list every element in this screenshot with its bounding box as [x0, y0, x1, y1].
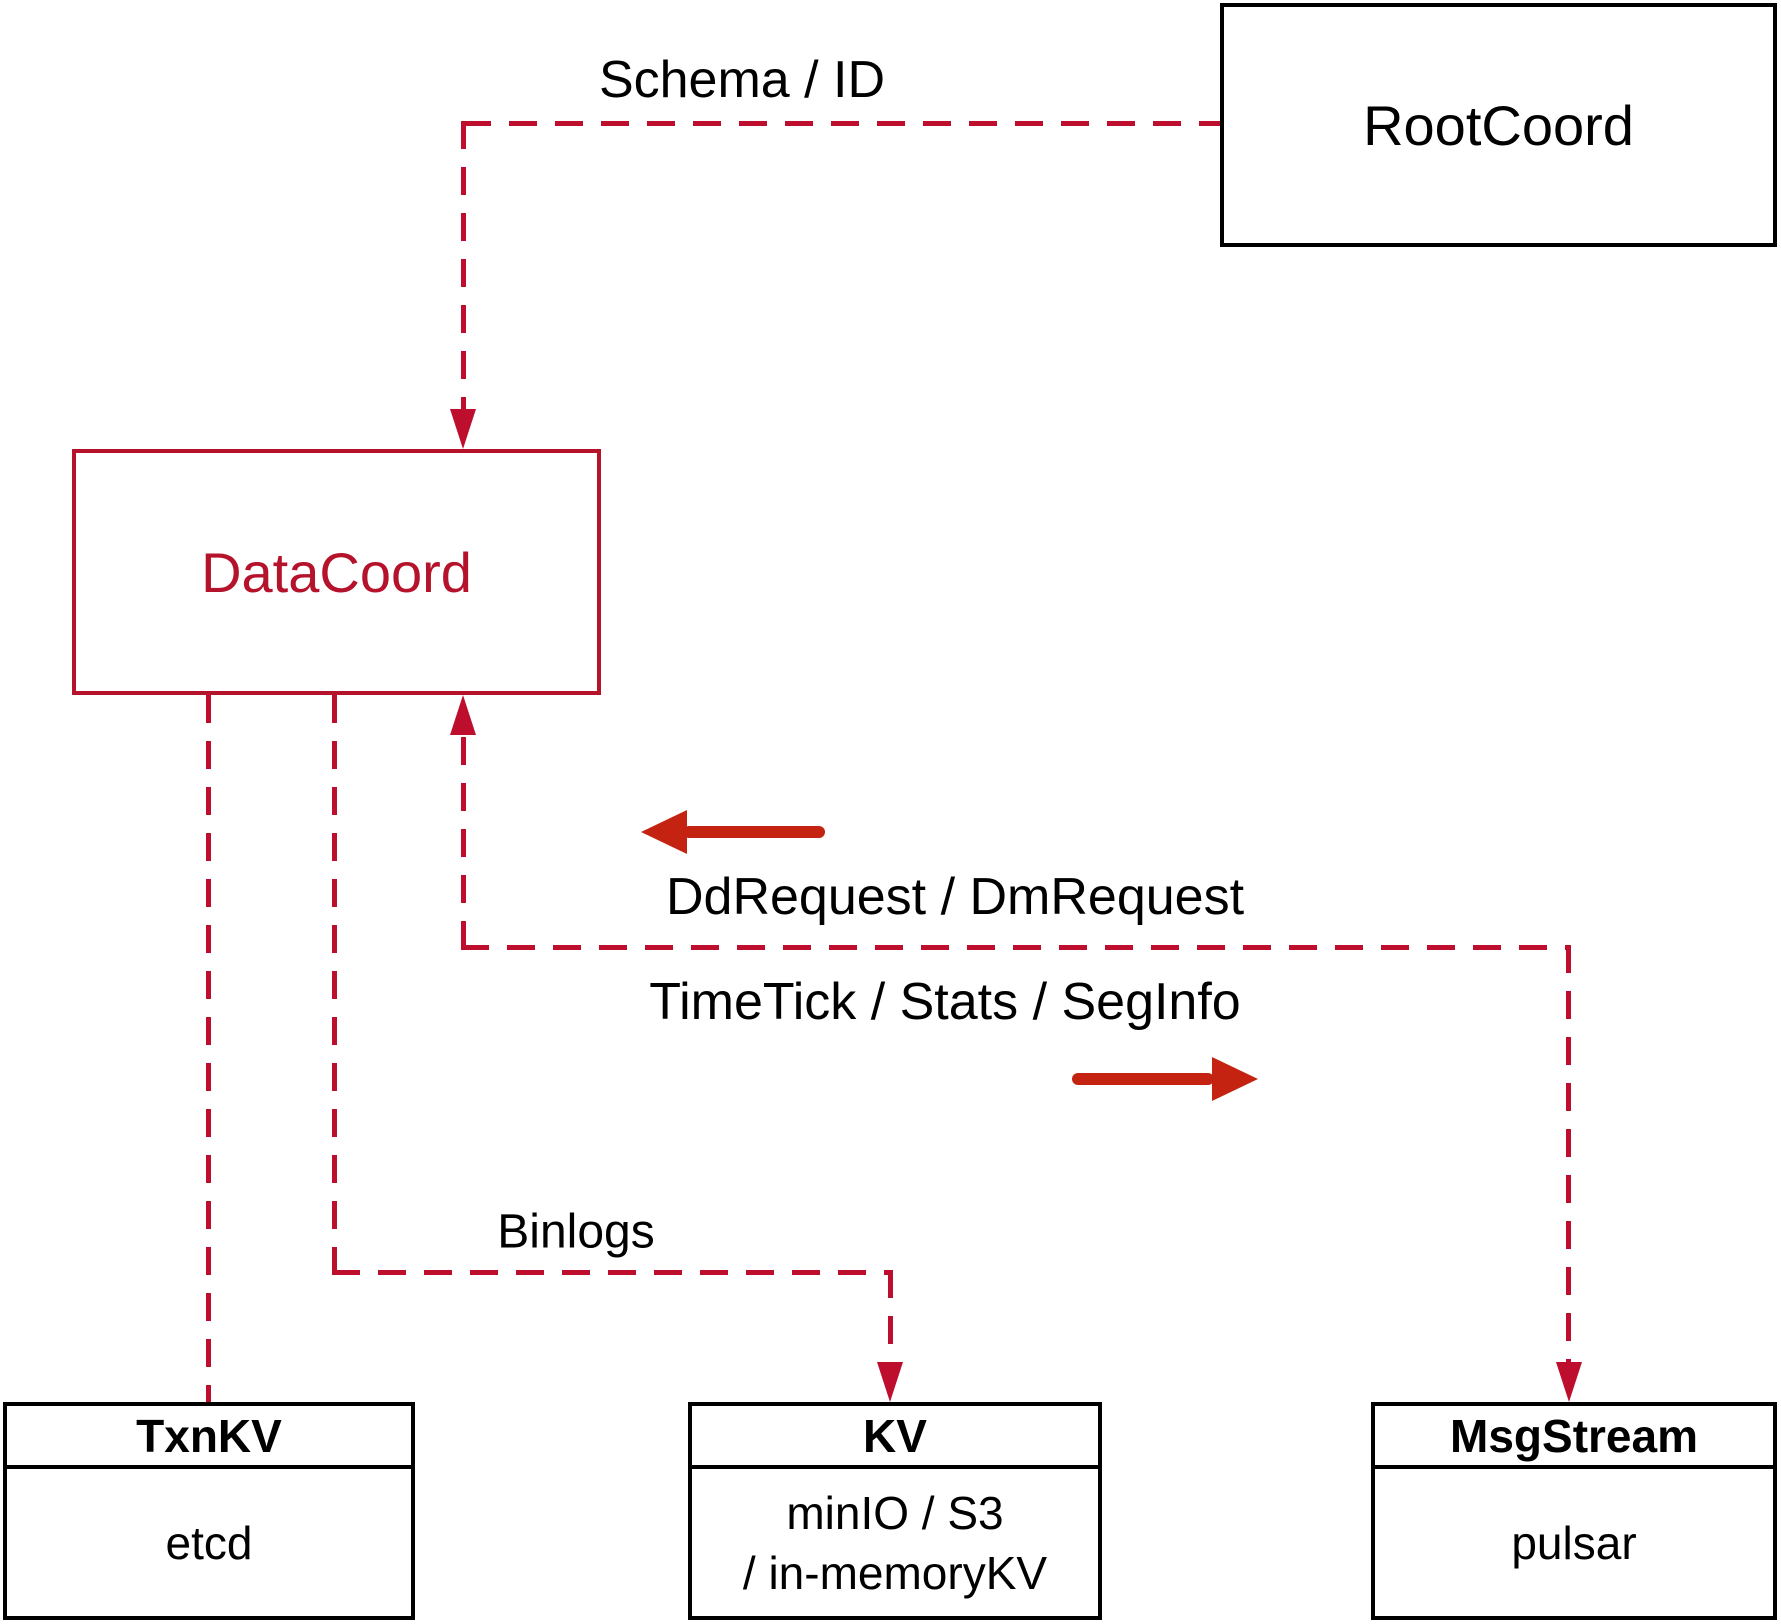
left-direction-arrow-shaft	[683, 826, 825, 838]
right-direction-arrow-icon	[1212, 1057, 1258, 1101]
datacoord-label: DataCoord	[201, 540, 472, 604]
edge-msgstream-vertical-line-right	[1566, 945, 1571, 1364]
arrowhead-down-into-datacoord-icon	[450, 409, 476, 449]
edge-schema-horizontal-line	[463, 121, 1220, 126]
kv-body-line2: / in-memoryKV	[742, 1546, 1048, 1599]
arrowhead-up-into-datacoord-icon	[450, 695, 476, 735]
label-ddrequest-dmrequest: DdRequest / DmRequest	[665, 868, 1245, 926]
label-binlogs: Binlogs	[497, 1205, 655, 1259]
txnkv-body: etcd	[165, 1516, 253, 1569]
label-timetick-stats-seginfo: TimeTick / Stats / SegInfo	[649, 973, 1241, 1031]
label-schema-id: Schema / ID	[598, 51, 886, 109]
edge-schema-vertical-line	[461, 121, 466, 413]
node-msgstream: MsgStream pulsar	[1371, 1402, 1777, 1620]
node-datacoord: DataCoord	[72, 449, 601, 695]
node-kv: KV minIO / S3 / in-memoryKV	[688, 1402, 1102, 1620]
edge-binlogs-vertical-line1	[332, 695, 337, 1272]
node-rootcoord: RootCoord	[1220, 3, 1777, 247]
msgstream-body: pulsar	[1511, 1516, 1637, 1569]
arrowhead-down-into-msgstream-icon	[1556, 1362, 1582, 1402]
arrowhead-down-into-kv-icon	[877, 1362, 903, 1402]
kv-title: KV	[692, 1406, 1098, 1469]
edge-binlogs-horizontal-line	[332, 1270, 892, 1275]
edge-msgstream-vertical-line-left	[461, 737, 466, 947]
left-direction-arrow-icon	[641, 810, 687, 854]
kv-body-line1: minIO / S3	[786, 1486, 1004, 1539]
node-txnkv: TxnKV etcd	[3, 1402, 415, 1620]
edge-msgstream-horizontal-line	[461, 945, 1571, 950]
msgstream-title: MsgStream	[1375, 1406, 1773, 1469]
edge-txnkv-line	[206, 695, 211, 1402]
txnkv-title: TxnKV	[7, 1406, 411, 1469]
rootcoord-label: RootCoord	[1363, 93, 1634, 157]
right-direction-arrow-shaft	[1072, 1073, 1214, 1085]
edge-binlogs-vertical-line2	[888, 1270, 893, 1364]
